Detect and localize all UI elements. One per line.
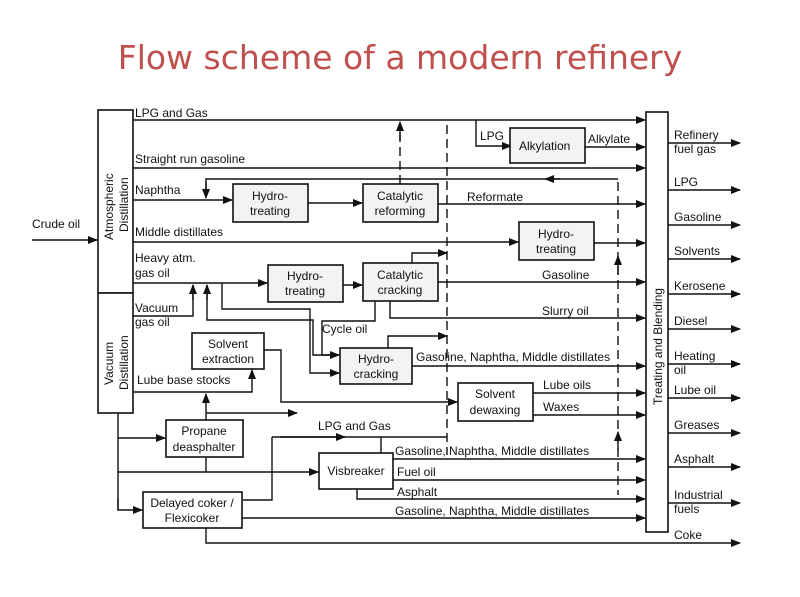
- stream-gasoline-fcc: Gasoline: [542, 268, 590, 282]
- visbreaker-label: Visbreaker: [327, 464, 384, 478]
- lpg-to-alkylation-line: [475, 120, 512, 150]
- unit-hydrotreating-1: [232, 183, 309, 223]
- hydrotreating-1-label-1: Hydro-: [252, 189, 288, 203]
- coker-label-2: Flexicoker: [165, 511, 220, 525]
- unit-catalytic-reforming: [362, 183, 439, 223]
- slurry-oil-line: [389, 301, 646, 322]
- hydrotreating-3-label-2: treating: [285, 284, 325, 298]
- product-label: oil: [674, 363, 686, 377]
- product-label: Kerosene: [674, 279, 726, 293]
- unit-alkylation: [509, 127, 586, 164]
- hgo-to-hc-line: [221, 283, 340, 377]
- stream-lube-base-stocks: Lube base stocks: [137, 373, 230, 387]
- feed-label: Crude oil: [32, 217, 80, 231]
- product-label: LPG: [674, 175, 698, 189]
- vac-label-1: Vacuum: [102, 342, 116, 385]
- vac-label-2: Distillation: [117, 335, 131, 390]
- hydrotreating-2-label-1: Hydro-: [538, 227, 574, 241]
- pda-label-2: deasphalter: [173, 440, 236, 454]
- atm-label-2: Distillation: [117, 177, 131, 232]
- fcc-label-2: cracking: [378, 283, 423, 297]
- unit-propane-deasphalter: [165, 419, 244, 458]
- stream-lpg-label: LPG: [480, 129, 504, 143]
- product-label: fuels: [674, 502, 699, 516]
- fcc-gas-line: [411, 249, 448, 263]
- asphalt-line: [356, 489, 646, 503]
- atmospheric-distillation-column: [97, 109, 134, 294]
- product-label: Heating: [674, 349, 715, 363]
- hydrotreating-3-label-1: Hydro-: [287, 269, 323, 283]
- product-label: Diesel: [674, 314, 707, 328]
- stream-heavy-atm-1: Heavy atm.: [135, 251, 196, 265]
- dewaxing-label-1: Solvent: [475, 387, 516, 401]
- reforming-label-1: Catalytic: [377, 189, 423, 203]
- stream-hc-products: Gasoline, Naphtha, Middle distillates: [416, 350, 610, 364]
- product-label: Solvents: [674, 244, 720, 258]
- pda-label-1: Propane: [181, 424, 227, 438]
- hc-label-1: Hydro-: [358, 352, 394, 366]
- slide-title: Flow scheme of a modern refinery: [117, 38, 683, 77]
- fcc-label-1: Catalytic: [377, 268, 423, 282]
- alkylation-label: Alkylation: [519, 139, 570, 153]
- product-label: fuel gas: [674, 142, 716, 156]
- stream-fuel-oil: Fuel oil: [397, 465, 436, 479]
- stream-slurry-oil: Slurry oil: [542, 304, 589, 318]
- unit-solvent-extraction: [191, 332, 265, 370]
- unit-delayed-coker: [142, 491, 243, 529]
- treating-blending-column: [645, 111, 669, 533]
- stream-waxes: Waxes: [543, 400, 579, 414]
- residue-to-coker-line: [117, 498, 143, 514]
- hydrotreating-1-label-2: treating: [250, 204, 290, 218]
- stream-cycle-oil: Cycle oil: [322, 322, 367, 336]
- stream-reformate: Reformate: [467, 190, 523, 204]
- coker-gas-line: [243, 437, 273, 501]
- stream-lpg-gas-top: LPG and Gas: [135, 106, 208, 120]
- stream-coker-products: Gasoline, Naphtha, Middle distillates: [395, 504, 589, 518]
- coker-label-1: Delayed coker /: [150, 496, 234, 510]
- stream-naphtha: Naphtha: [135, 183, 181, 197]
- hc-label-2: cracking: [354, 367, 399, 381]
- unit-hydrocracking: [339, 347, 413, 385]
- stream-alkylate: Alkylate: [588, 132, 630, 146]
- stream-vgo-1: Vacuum: [135, 301, 178, 315]
- treating-blending-label: Treating and Blending: [651, 288, 665, 405]
- dewaxing-label-2: dewaxing: [470, 403, 521, 417]
- atm-label-1: Atmospheric: [102, 173, 116, 240]
- se-label-1: Solvent: [208, 337, 249, 351]
- product-label: Lube oil: [674, 383, 716, 397]
- stream-middle-distillates: Middle distillates: [135, 225, 223, 239]
- stream-vb-products: Gasoline, Naphtha, Middle distillates: [395, 444, 589, 458]
- se-to-dewaxing-line: [264, 349, 458, 406]
- unit-hydrotreating-3: [267, 264, 344, 303]
- unit-hydrotreating-2: [518, 221, 595, 261]
- stream-straight-run-gasoline: Straight run gasoline: [135, 152, 245, 166]
- reforming-label-2: reforming: [375, 204, 426, 218]
- stream-heavy-atm-2: gas oil: [135, 266, 170, 280]
- product-label: Gasoline: [674, 210, 722, 224]
- coke-line: [205, 528, 741, 547]
- stream-lpg-gas-lower: LPG and Gas: [318, 419, 391, 433]
- cycle-oil-line: [321, 301, 376, 359]
- unit-catalytic-cracking: [362, 262, 439, 302]
- hydrotreating-2-label-2: treating: [536, 242, 576, 256]
- hc-gas-line: [387, 332, 448, 348]
- product-label: Refinery: [674, 128, 719, 142]
- product-label: Asphalt: [674, 452, 715, 466]
- product-label: Greases: [674, 418, 719, 432]
- se-label-2: extraction: [202, 352, 254, 366]
- vacuum-distillation-column: [97, 292, 134, 414]
- unit-solvent-dewaxing: [457, 382, 534, 422]
- product-label: Coke: [674, 528, 702, 542]
- lube-base-stocks-line: [133, 369, 256, 393]
- stream-vgo-2: gas oil: [135, 315, 170, 329]
- stream-asphalt: Asphalt: [397, 485, 438, 499]
- stream-lube-oils: Lube oils: [543, 378, 591, 392]
- product-label: Industrial: [674, 488, 723, 502]
- unit-visbreaker: [318, 452, 394, 490]
